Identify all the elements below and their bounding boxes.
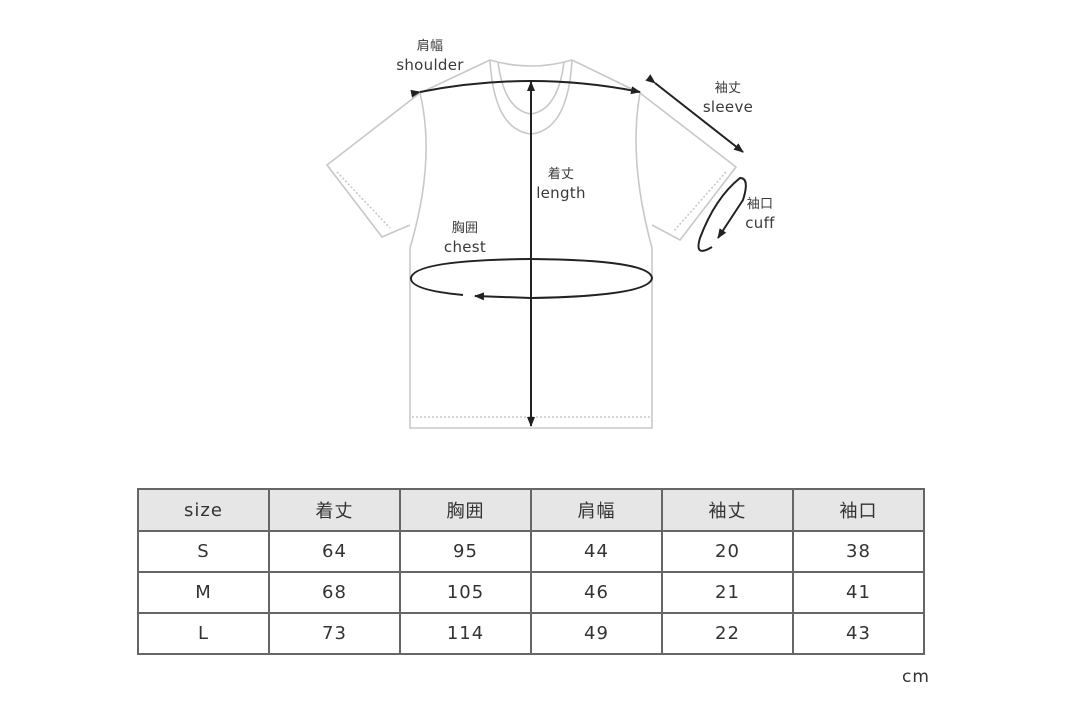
cell-size: S: [137, 530, 270, 573]
length-label: 着丈 length: [536, 167, 586, 202]
cell-chest: 105: [399, 571, 532, 614]
sleeve-label: 袖丈 sleeve: [702, 81, 754, 116]
cell-shoulder: 49: [530, 612, 663, 655]
table-row: M 68 105 46 21 41: [137, 571, 925, 614]
header-chest: 胸囲: [399, 488, 532, 532]
table-header-row: size 着丈 胸囲 肩幅 袖丈 袖口: [137, 488, 925, 532]
cell-length: 64: [268, 530, 401, 573]
cell-cuff: 41: [792, 571, 925, 614]
header-shoulder: 肩幅: [530, 488, 663, 532]
cell-shoulder: 44: [530, 530, 663, 573]
unit-label: cm: [902, 667, 930, 687]
cell-chest: 95: [399, 530, 532, 573]
cell-size: L: [137, 612, 270, 655]
cuff-label: 袖口 cuff: [745, 197, 775, 232]
tshirt-measurement-diagram: 肩幅 shoulder 袖丈 sleeve 着丈 length 胸囲 chest…: [325, 39, 775, 429]
table-row: S 64 95 44 20 38: [137, 530, 925, 573]
header-size: size: [137, 488, 270, 532]
chest-label: 胸囲 chest: [443, 221, 487, 256]
tshirt-outline-icon: [325, 59, 747, 429]
cell-sleeve: 22: [661, 612, 794, 655]
cell-length: 73: [268, 612, 401, 655]
cell-cuff: 38: [792, 530, 925, 573]
header-length: 着丈: [268, 488, 401, 532]
header-sleeve: 袖丈: [661, 488, 794, 532]
cell-cuff: 43: [792, 612, 925, 655]
table-row: L 73 114 49 22 43: [137, 612, 925, 655]
size-chart-table: size 着丈 胸囲 肩幅 袖丈 袖口 S 64 95 44 20 38 M 6…: [137, 488, 925, 655]
cell-length: 68: [268, 571, 401, 614]
header-cuff: 袖口: [792, 488, 925, 532]
shoulder-label: 肩幅 shoulder: [396, 39, 464, 74]
cell-sleeve: 21: [661, 571, 794, 614]
cell-sleeve: 20: [661, 530, 794, 573]
cell-size: M: [137, 571, 270, 614]
cell-chest: 114: [399, 612, 532, 655]
cell-shoulder: 46: [530, 571, 663, 614]
